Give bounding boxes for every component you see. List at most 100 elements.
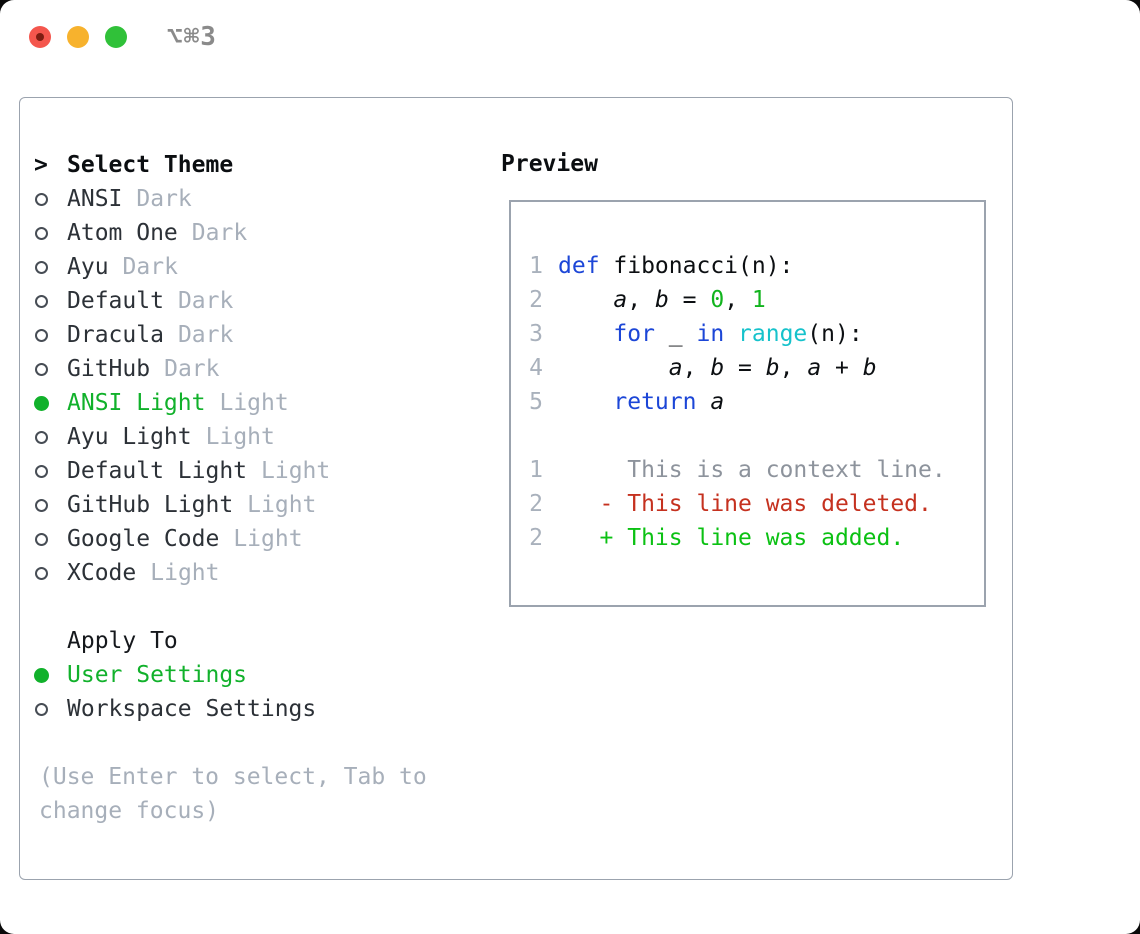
theme-variant: Dark (177, 322, 234, 348)
radio-unselected-icon (35, 430, 48, 444)
help-line-1: (Use Enter to select, Tab to (39, 764, 427, 790)
radio-icon (34, 667, 67, 683)
theme-variant: Dark (191, 220, 248, 246)
theme-name: Ayu (67, 254, 109, 280)
radio-icon (34, 430, 67, 444)
code-token: = (724, 355, 766, 381)
code-token: - This line was deleted. (558, 491, 932, 517)
radio-unselected-icon (35, 260, 48, 274)
code-token: , (627, 287, 655, 313)
code-token: b (862, 355, 877, 381)
apply-to-option[interactable]: User Settings (34, 658, 1012, 692)
theme-variant: Dark (136, 186, 192, 212)
code-token: in (696, 321, 725, 347)
theme-name: XCode (67, 560, 137, 586)
line-number: 2 (529, 525, 543, 551)
radio-icon (34, 532, 67, 546)
line-content: a, b = 0, 1 (558, 283, 766, 317)
theme-option[interactable]: Ayu Light Light (34, 420, 1012, 454)
code-token: for (613, 321, 655, 347)
zoom-button[interactable] (105, 26, 127, 48)
code-token: b (654, 287, 669, 313)
theme-name: Default Light (67, 458, 248, 484)
preview-line (527, 419, 984, 453)
radio-unselected-icon (35, 532, 48, 546)
theme-option[interactable]: Default Dark (34, 284, 1012, 318)
help-line-2: change focus) (39, 798, 220, 824)
preview-title: Preview (501, 151, 598, 177)
apply-to-option[interactable]: Workspace Settings (34, 692, 1012, 726)
radio-selected-icon (34, 667, 49, 683)
focus-caret-icon: > (34, 152, 48, 178)
code-token: = (668, 287, 711, 313)
radio-unselected-icon (35, 328, 48, 342)
code-token: + This line was added. (558, 525, 905, 551)
preview-line: 3 for _ in range(n): (527, 317, 984, 351)
preview-line: 2 - This line was deleted. (527, 487, 984, 521)
line-content: This is a context line. (558, 453, 946, 487)
radio-icon (34, 566, 67, 580)
line-number: 4 (529, 355, 543, 381)
preview-line: 4 a, b = b, a + b (527, 351, 984, 385)
line-number: 3 (529, 321, 543, 347)
theme-name: Default (67, 288, 164, 314)
code-token: return (613, 389, 697, 415)
theme-name: Ayu Light (67, 424, 192, 450)
theme-list-title: Select Theme (67, 152, 234, 178)
code-token: a (710, 389, 725, 415)
apply-to-header: Apply To (34, 624, 1012, 658)
radio-icon (34, 702, 67, 716)
minimize-button[interactable] (67, 26, 89, 48)
line-number: 1 (529, 253, 543, 279)
code-token: (n): (807, 321, 863, 347)
window-title: ⌥⌘3 (167, 22, 217, 52)
preview-line: 1 This is a context line. (527, 453, 984, 487)
theme-name: ANSI Light (67, 390, 206, 416)
preview-line: 2 + This line was added. (527, 521, 984, 555)
radio-icon (34, 260, 67, 274)
close-button[interactable] (29, 26, 51, 48)
code-token: a (613, 287, 628, 313)
help-text: (Use Enter to select, Tab to change focu… (39, 760, 1012, 828)
radio-unselected-icon (35, 226, 48, 240)
radio-icon (34, 498, 67, 512)
radio-icon (34, 395, 67, 411)
theme-variant: Light (205, 424, 275, 450)
radio-icon (34, 226, 67, 240)
theme-option-label: Default Dark (67, 284, 233, 318)
code-token (558, 287, 613, 313)
theme-name: GitHub (67, 356, 151, 382)
radio-unselected-icon (35, 294, 48, 308)
code-token: range (738, 321, 808, 347)
spacer (34, 726, 1012, 760)
apply-to-label: Workspace Settings (67, 696, 317, 722)
code-token: 1 (751, 287, 766, 313)
line-number (527, 419, 543, 453)
radio-unselected-icon (35, 566, 48, 580)
radio-icon (34, 294, 67, 308)
theme-list-header: > Select Theme (34, 148, 1012, 182)
radio-icon (34, 192, 67, 206)
code-token: , (779, 355, 808, 381)
code-token: This is a context line. (558, 457, 946, 483)
theme-variant: Dark (177, 288, 234, 314)
